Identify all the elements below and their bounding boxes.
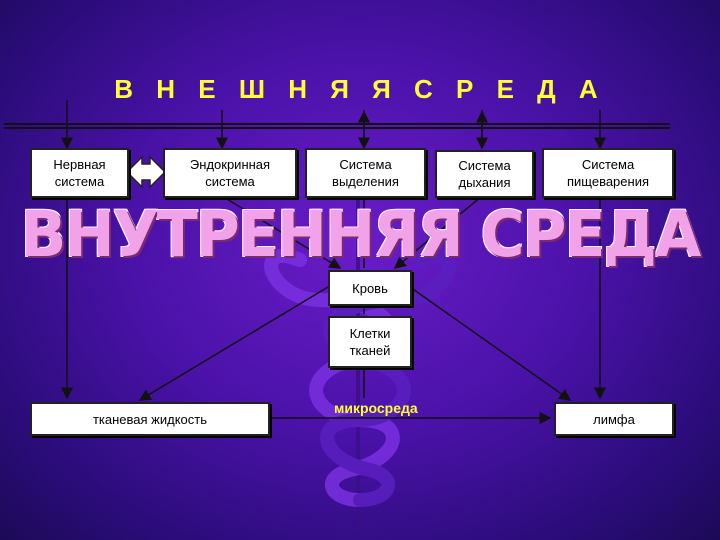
box-label: Система пищеварения <box>566 157 649 189</box>
box-label: лимфа <box>593 411 635 427</box>
box-label: Эндокринная система <box>189 157 271 189</box>
microenvironment-label: микросреда <box>334 400 418 416</box>
blood-box: Кровь <box>328 270 412 306</box>
excretory-system-box: Система выделения <box>305 148 426 198</box>
tissue-cells-box: Клетки тканей <box>328 316 412 368</box>
double-arrow-icon <box>125 155 167 189</box>
box-label: Нервная система <box>53 157 106 189</box>
lymph-box: лимфа <box>554 402 674 436</box>
divider-line <box>4 127 670 129</box>
box-label: тканевая жидкость <box>92 411 208 427</box>
nervous-system-box: Нервная система <box>30 148 129 198</box>
endocrine-system-box: Эндокринная система <box>163 148 297 198</box>
box-label: Кровь <box>352 280 388 296</box>
respiratory-system-box: Система дыхания <box>435 150 534 198</box>
box-label: Система выделения <box>332 157 399 189</box>
box-label: Система дыхания <box>458 158 511 190</box>
box-label: Клетки тканей <box>349 326 391 358</box>
digestive-system-box: Система пищеварения <box>542 148 674 198</box>
outer-environment-title: В Н Е Ш Н Я Я С Р Е Д А <box>114 74 606 104</box>
divider-line <box>4 123 670 125</box>
internal-environment-title: ВНУТРЕННЯЯ СРЕДА <box>20 198 702 272</box>
tissue-fluid-box: тканевая жидкость <box>30 402 270 436</box>
